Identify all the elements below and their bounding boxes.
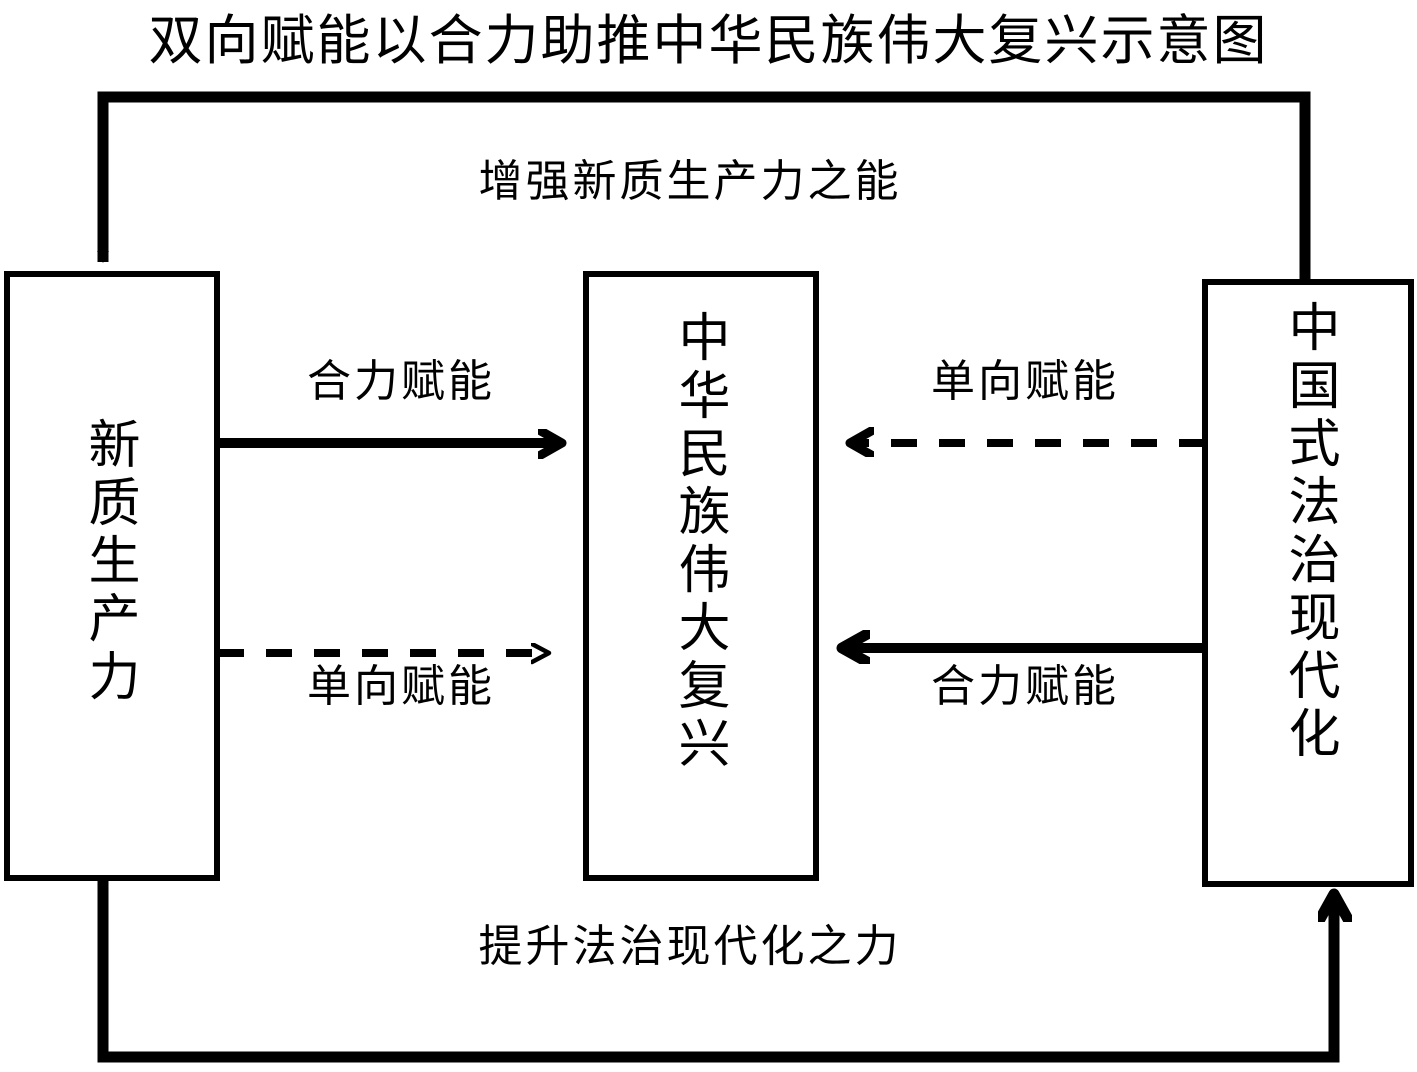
edge-label-left-lower: 单向赋能 [307, 662, 495, 711]
edge-label-bottom-loop: 提升法治现代化之力 [478, 922, 902, 971]
node-label-right: 中国式法治现代化 [1280, 300, 1337, 764]
edge-label-right-upper: 单向赋能 [931, 357, 1119, 406]
page-title: 双向赋能以合力助推中华民族伟大复兴示意图 [148, 11, 1269, 71]
edge-label-left-upper: 合力赋能 [307, 357, 495, 406]
node-label-left: 新质生产力 [80, 417, 137, 707]
node-box-right [1202, 279, 1414, 887]
edge-top-loop-path [97, 91, 1311, 282]
edge-label-right-lower: 合力赋能 [931, 662, 1119, 711]
node-box-left [4, 271, 220, 881]
edge-bottom-loop-path [97, 878, 1334, 1063]
node-label-center: 中华民族伟大复兴 [670, 310, 727, 774]
edge-label-top-loop: 增强新质生产力之能 [478, 157, 902, 206]
node-box-center [583, 271, 819, 881]
